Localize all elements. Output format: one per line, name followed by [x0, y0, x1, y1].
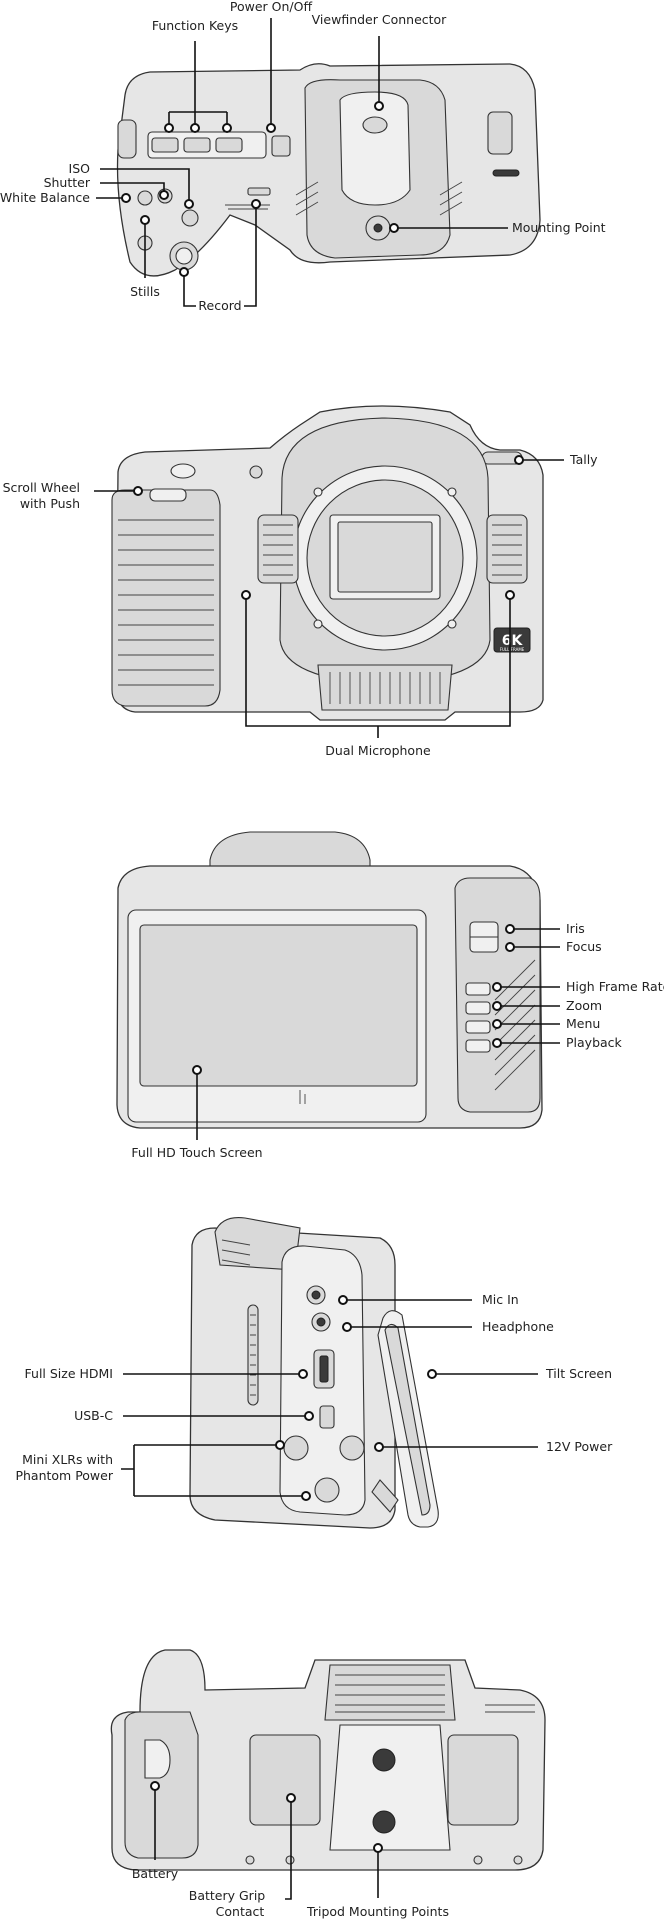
touch-screen-label: Full HD Touch Screen: [131, 1145, 262, 1160]
headphone-marker: [342, 1322, 352, 1332]
battery-label: Battery: [132, 1866, 179, 1881]
xlr-1-marker: [275, 1440, 285, 1450]
focus-marker: [505, 942, 515, 952]
usb-c-label: USB-C: [74, 1408, 113, 1423]
function-key-2-marker: [190, 123, 200, 133]
playback-marker: [492, 1038, 502, 1048]
shutter-label: Shutter: [44, 175, 91, 190]
mic-in-marker: [338, 1295, 348, 1305]
battery-grip-leader: [285, 1798, 292, 1900]
power-marker: [266, 123, 276, 133]
tilt-screen-label: Tilt Screen: [545, 1366, 612, 1381]
record-leader: [183, 204, 257, 307]
top-view-camera-illustration: [116, 63, 541, 277]
iris-marker: [505, 924, 515, 934]
dual-microphone-leader: [245, 595, 511, 738]
shutter-leader: [100, 182, 165, 193]
side-view: Mic In Headphone Full Size HDMI Tilt Scr…: [15, 1217, 613, 1529]
power-12v-label: 12V Power: [546, 1439, 613, 1454]
zoom-label: Zoom: [566, 998, 602, 1013]
iris-label: Iris: [566, 921, 585, 936]
tripod-label: Tripod Mounting Points: [306, 1904, 449, 1919]
viewfinder-label: Viewfinder Connector: [312, 12, 448, 27]
side-view-camera-illustration: [189, 1217, 439, 1529]
top-view: Function Keys Power On/Off Viewfinder Co…: [0, 0, 606, 313]
viewfinder-marker: [374, 101, 384, 111]
xlr-label-line2: Phantom Power: [15, 1468, 113, 1483]
front-view: 6K FULL FRAME Scroll Wheel with Push Tal…: [3, 405, 598, 758]
back-view: Iris Focus High Frame Rate Zoom Menu Pla…: [116, 831, 664, 1160]
touch-screen-marker: [192, 1065, 202, 1075]
xlr-label-line1: Mini XLRs with: [22, 1452, 113, 1467]
record-label: Record: [198, 298, 241, 313]
tilt-screen-marker: [427, 1369, 437, 1379]
record-marker: [179, 267, 189, 277]
mounting-point-marker: [389, 223, 399, 233]
iso-marker: [184, 199, 194, 209]
microphone-left-marker: [241, 590, 251, 600]
xlr-2-marker: [301, 1491, 311, 1501]
tally-marker: [514, 455, 524, 465]
badge-6k: [493, 627, 531, 653]
battery-grip-label-line1: Battery Grip: [189, 1888, 266, 1903]
iso-label: ISO: [69, 161, 91, 176]
front-view-camera-illustration: [111, 405, 544, 721]
focus-label: Focus: [566, 939, 602, 954]
power-label: Power On/Off: [230, 0, 313, 14]
iso-leader: [100, 168, 190, 204]
dual-microphone-label: Dual Microphone: [325, 743, 431, 758]
xlr-leader: [121, 1444, 306, 1497]
battery-marker: [150, 1781, 160, 1791]
white-balance-label: White Balance: [0, 190, 90, 205]
bottom-view-camera-illustration: [110, 1649, 546, 1871]
headphone-label: Headphone: [482, 1319, 554, 1334]
scroll-wheel-label-line1: Scroll Wheel: [3, 480, 80, 495]
function-keys-leader: [168, 41, 228, 128]
menu-label: Menu: [566, 1016, 600, 1031]
sensor-mount-screws: [313, 487, 457, 629]
usb-c-marker: [304, 1411, 314, 1421]
stills-marker: [140, 215, 150, 225]
microphone-right-marker: [505, 590, 515, 600]
mic-in-label: Mic In: [482, 1292, 519, 1307]
bottom-view: Battery Battery Grip Contact Tripod Moun…: [110, 1649, 546, 1919]
function-key-3-marker: [222, 123, 232, 133]
high-frame-rate-label: High Frame Rate: [566, 979, 664, 994]
hdmi-label: Full Size HDMI: [25, 1366, 113, 1381]
scroll-wheel-marker: [133, 486, 143, 496]
shutter-marker: [159, 190, 169, 200]
zoom-marker: [492, 1001, 502, 1011]
stills-label: Stills: [130, 284, 160, 299]
record-wheel-marker: [251, 199, 261, 209]
battery-grip-marker: [286, 1793, 296, 1803]
badge-full-frame-text: FULL FRAME: [500, 647, 525, 652]
scroll-wheel-label-line2: with Push: [20, 496, 80, 511]
power-12v-marker: [374, 1442, 384, 1452]
function-key-1-marker: [164, 123, 174, 133]
back-view-camera-illustration: [116, 831, 543, 1129]
mounting-point-label: Mounting Point: [512, 220, 606, 235]
menu-marker: [492, 1019, 502, 1029]
hdmi-marker: [298, 1369, 308, 1379]
white-balance-marker: [121, 193, 131, 203]
badge-6k-text: 6K: [502, 633, 524, 649]
function-keys-label: Function Keys: [152, 18, 238, 33]
tripod-marker: [373, 1843, 383, 1853]
high-frame-rate-marker: [492, 982, 502, 992]
playback-label: Playback: [566, 1035, 623, 1050]
tally-label: Tally: [569, 452, 598, 467]
battery-grip-label-line2: Contact: [216, 1904, 265, 1919]
